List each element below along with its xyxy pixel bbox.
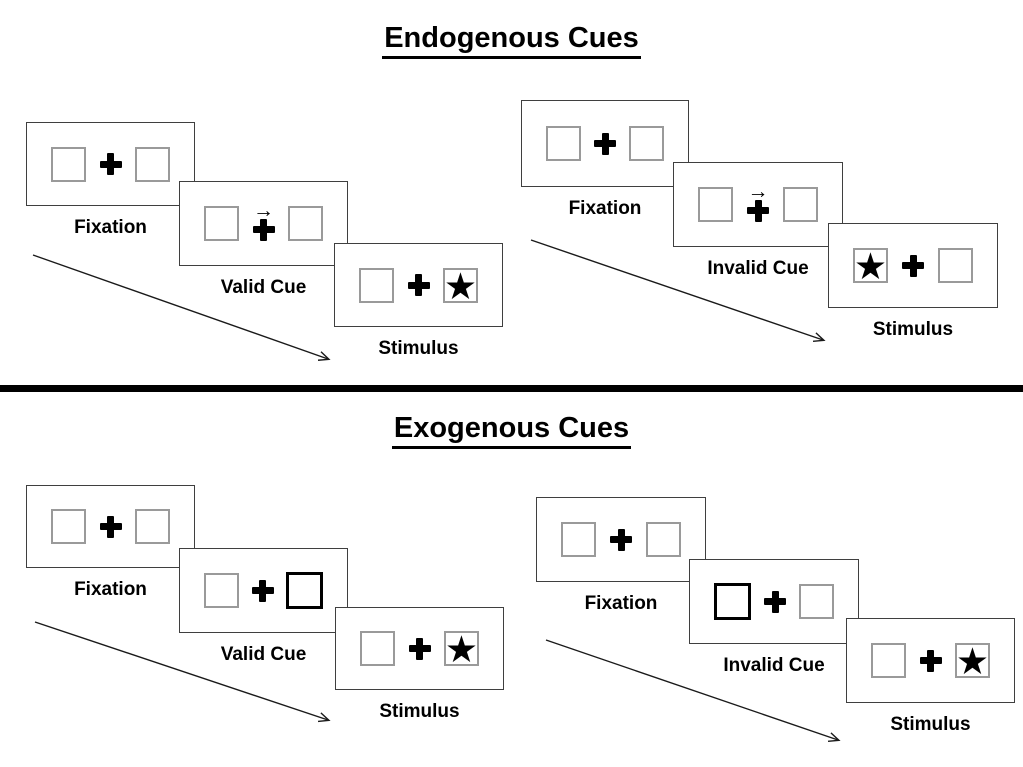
- fixation-area: [751, 590, 799, 613]
- left-box: ★: [853, 246, 888, 287]
- right-box: [799, 584, 834, 619]
- frame-label: Invalid Cue: [723, 655, 825, 676]
- frame-label: Invalid Cue: [707, 258, 809, 279]
- screen-frame: [26, 122, 195, 206]
- right-box: [135, 509, 170, 544]
- fixation-area: [86, 153, 135, 175]
- star-icon: ★: [955, 641, 990, 682]
- screen-frame: →: [673, 162, 843, 247]
- fixation-area: [86, 515, 135, 538]
- screen-frame: [179, 548, 348, 633]
- screen-frame: ★: [828, 223, 998, 308]
- frame-label: Valid Cue: [220, 644, 307, 665]
- left-box: [359, 267, 394, 303]
- fixation-cross-icon: [747, 199, 769, 222]
- frame-label: Stimulus: [379, 701, 460, 722]
- left-box: [204, 206, 239, 241]
- endo-valid-cue-group: → Valid Cue: [179, 181, 348, 299]
- right-box: [135, 146, 170, 182]
- endo-valid-stimulus-group: ★ Stimulus: [334, 243, 503, 360]
- frame-label: Valid Cue: [220, 277, 307, 298]
- right-box: ★: [444, 629, 479, 670]
- fixation-cross-icon: [407, 274, 430, 296]
- right-box: [288, 206, 323, 241]
- fixation-cross-icon: [408, 637, 431, 660]
- exogenous-title-text: Exogenous Cues: [391, 412, 632, 449]
- frame-label: Fixation: [584, 593, 658, 614]
- endogenous-section-title: Endogenous Cues: [0, 22, 1023, 59]
- left-box: [51, 509, 86, 544]
- left-box: [698, 187, 733, 222]
- right-box: ★: [443, 265, 478, 307]
- cue-box-right: [286, 572, 323, 609]
- frame-label: Fixation: [74, 217, 147, 238]
- right-box: [646, 522, 681, 557]
- fixation-cross-icon: [251, 579, 274, 602]
- star-icon: ★: [443, 265, 478, 307]
- fixation-area: →: [239, 198, 288, 241]
- fixation-area: [239, 579, 286, 602]
- screen-frame: [689, 559, 859, 644]
- fixation-cross-icon: [252, 218, 275, 241]
- fixation-area: [395, 637, 444, 660]
- exo-invalid-cue-group: Invalid Cue: [689, 559, 859, 677]
- section-divider: [0, 385, 1023, 392]
- fixation-area: [581, 132, 629, 155]
- fixation-cross-icon: [99, 153, 122, 175]
- screen-frame: [536, 497, 706, 582]
- right-box: [938, 248, 973, 283]
- right-box: [629, 126, 664, 161]
- star-icon: ★: [444, 629, 479, 670]
- star-icon: ★: [853, 246, 888, 287]
- screen-frame: [521, 100, 689, 187]
- endogenous-title-text: Endogenous Cues: [382, 22, 641, 59]
- exo-valid-cue-group: Valid Cue: [179, 548, 348, 666]
- frame-label: Stimulus: [378, 338, 459, 359]
- fixation-cross-icon: [764, 590, 786, 613]
- screen-frame: ★: [846, 618, 1015, 703]
- right-box: [783, 187, 818, 222]
- exogenous-section-title: Exogenous Cues: [0, 412, 1023, 449]
- right-box: ★: [955, 641, 990, 682]
- exo-valid-stimulus-group: ★ Stimulus: [335, 607, 504, 723]
- exo-invalid-fixation-group: Fixation: [536, 497, 706, 615]
- fixation-cross-icon: [99, 515, 122, 538]
- fixation-area: [906, 649, 955, 672]
- cue-box-left: [714, 583, 751, 620]
- screen-frame: [26, 485, 195, 568]
- fixation-area: [888, 254, 938, 277]
- cue-arrow-icon: →: [253, 198, 274, 222]
- fixation-area: [394, 274, 443, 296]
- left-box: [51, 146, 86, 182]
- cue-arrow-icon: →: [747, 179, 769, 203]
- left-box: [561, 522, 596, 557]
- endo-invalid-fixation-group: Fixation: [521, 100, 689, 220]
- exo-valid-fixation-group: Fixation: [26, 485, 195, 601]
- endo-invalid-stimulus-group: ★ Stimulus: [828, 223, 998, 341]
- left-box: [871, 643, 906, 678]
- fixation-area: [596, 528, 646, 551]
- frame-label: Stimulus: [890, 714, 971, 735]
- left-box: [360, 631, 395, 666]
- fixation-cross-icon: [902, 254, 924, 277]
- screen-frame: ★: [334, 243, 503, 327]
- endo-invalid-cue-group: → Invalid Cue: [673, 162, 843, 280]
- screen-frame: ★: [335, 607, 504, 690]
- screen-frame: →: [179, 181, 348, 266]
- frame-label: Stimulus: [872, 319, 954, 340]
- left-box: [204, 573, 239, 608]
- fixation-area: →: [733, 179, 783, 222]
- fixation-cross-icon: [610, 528, 632, 551]
- frame-label: Fixation: [74, 579, 147, 600]
- exo-invalid-stimulus-group: ★ Stimulus: [846, 618, 1015, 736]
- fixation-cross-icon: [594, 132, 616, 155]
- left-box: [546, 126, 581, 161]
- endo-valid-fixation-group: Fixation: [26, 122, 195, 239]
- fixation-cross-icon: [919, 649, 942, 672]
- frame-label: Fixation: [568, 198, 642, 219]
